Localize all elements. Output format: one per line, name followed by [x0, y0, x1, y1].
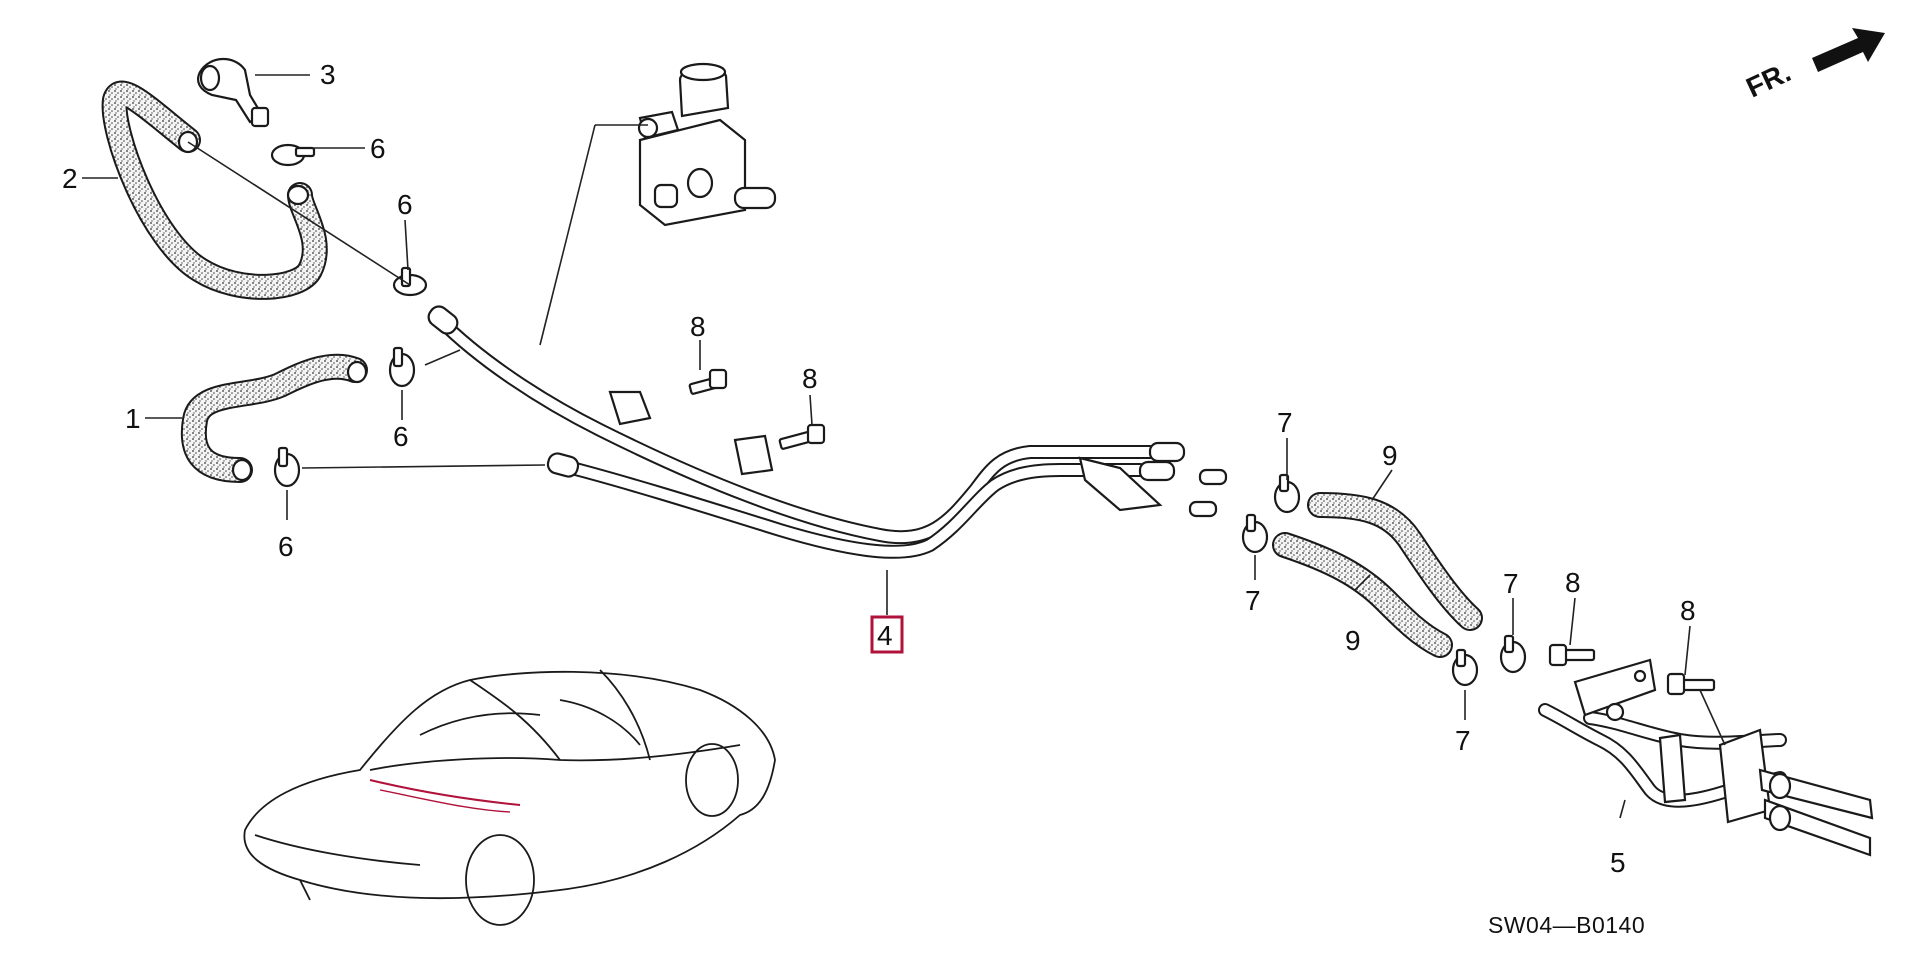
water-pipe-assembly — [427, 305, 1228, 559]
callout-8a[interactable]: 8 — [690, 311, 706, 342]
clamp-7a — [1273, 473, 1301, 514]
callout-8d[interactable]: 8 — [1680, 595, 1696, 626]
bracket-5 — [1538, 658, 1874, 857]
callout-6d[interactable]: 6 — [278, 531, 294, 562]
clamp-6b — [392, 266, 428, 297]
highlight-box — [870, 615, 904, 654]
clamp-7b — [1241, 513, 1269, 554]
callout-7d[interactable]: 7 — [1455, 725, 1471, 756]
clamp-6a — [270, 143, 316, 167]
connector-3 — [196, 57, 270, 128]
callout-8b[interactable]: 8 — [802, 363, 818, 394]
vehicle-location-icon — [243, 669, 776, 926]
clamp-6c — [388, 346, 416, 388]
callout-7a[interactable]: 7 — [1277, 407, 1293, 438]
hose-9-upper — [1307, 492, 1483, 631]
diagram-code: SW04—B0140 — [1488, 912, 1645, 938]
callout-9a[interactable]: 9 — [1382, 440, 1398, 471]
hose-1 — [180, 353, 368, 483]
callouts: 2 1 3 6 6 6 6 8 8 4 7 7 9 9 7 8 8 7 5 — [62, 59, 1696, 878]
callout-1[interactable]: 1 — [125, 403, 141, 434]
callout-9b[interactable]: 9 — [1345, 625, 1361, 656]
callout-4[interactable]: 4 — [877, 620, 893, 651]
direction-label: FR. — [1741, 56, 1795, 103]
callout-6b[interactable]: 6 — [397, 189, 413, 220]
bolt-8b — [778, 423, 826, 450]
bolt-8a — [688, 368, 728, 395]
valve-assembly — [637, 62, 777, 227]
callout-8c[interactable]: 8 — [1565, 567, 1581, 598]
hose-9-lower — [1272, 532, 1453, 658]
clamp-7c — [1499, 634, 1527, 674]
callout-7b[interactable]: 7 — [1245, 585, 1261, 616]
clamp-7d — [1451, 648, 1479, 687]
clamp-6d — [273, 446, 301, 488]
leader-lines — [82, 74, 1726, 819]
callout-7c[interactable]: 7 — [1503, 568, 1519, 599]
bolt-8c — [1548, 643, 1596, 667]
hose-2 — [101, 80, 328, 300]
callout-5[interactable]: 5 — [1610, 847, 1626, 878]
callout-6a[interactable]: 6 — [370, 133, 386, 164]
front-direction-arrow-icon: FR. — [1741, 28, 1885, 103]
callout-6c[interactable]: 6 — [393, 421, 409, 452]
bolt-8d — [1666, 672, 1716, 696]
callout-2[interactable]: 2 — [62, 163, 78, 194]
callout-3[interactable]: 3 — [320, 59, 336, 90]
